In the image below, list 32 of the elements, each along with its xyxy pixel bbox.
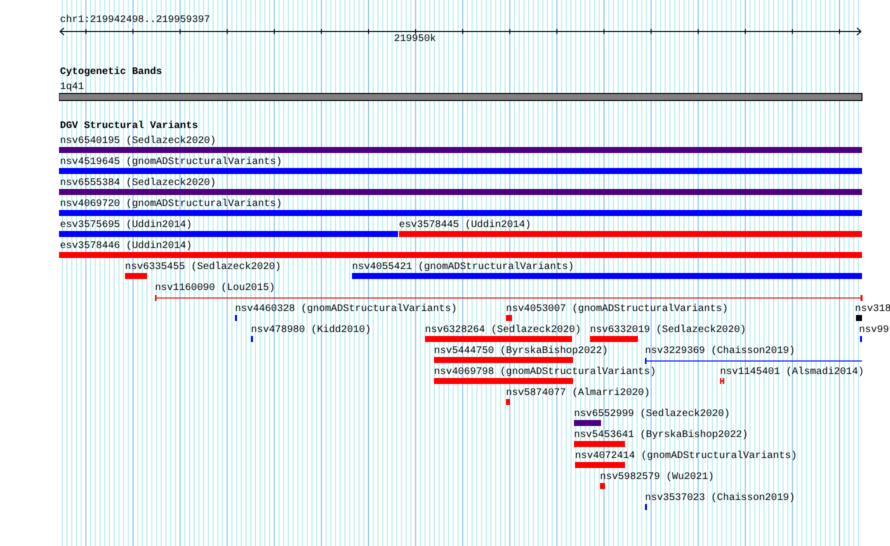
variant-label: nsv4055421 (gnomADStructuralVariants) — [352, 262, 574, 273]
variant-label: nsv4072414 (gnomADStructuralVariants) — [575, 451, 798, 462]
tick-label: 219950k — [394, 34, 436, 45]
variant-label: nsv6540195 (Sedlazeck2020) — [60, 136, 216, 147]
variant-label: esv3575695 (Uddin2014) — [60, 220, 192, 231]
variant-label: nsv1160090 (Lou2015) — [155, 283, 276, 294]
variant-label: nsv5444750 (ByrskaBishop2022) — [434, 346, 608, 357]
variant-label: nsv4053007 (gnomADStructuralVariants) — [506, 304, 728, 315]
variant-label: nsv6335455 (Sedlazeck2020) — [125, 262, 282, 273]
variant-label: nsv99 — [859, 325, 890, 336]
variant-label: nsv4519645 (gnomADStructuralVariants) — [60, 157, 282, 168]
variant-label: nsv478980 (Kidd2010) — [251, 325, 372, 336]
track-title: Cytogenetic Bands — [60, 67, 162, 78]
variant-label: nsv5874077 (Almarri2020) — [506, 388, 650, 399]
variant-label: nsv5982579 (Wu2021) — [600, 472, 714, 483]
variant-label: nsv1145401 (Alsmadi2014) — [720, 367, 864, 378]
variant-label: nsv6332019 (Sedlazeck2020) — [590, 325, 746, 336]
variant-label: nsv5453641 (ByrskaBishop2022) — [574, 430, 748, 441]
variant-label: nsv4069798 (gnomADStructuralVariants) — [434, 367, 656, 378]
variant-label: nsv4460328 (gnomADStructuralVariants) — [235, 304, 458, 315]
variant-label: nsv4069720 (gnomADStructuralVariants) — [60, 199, 282, 210]
variant-label: nsv6328264 (Sedlazeck2020) — [425, 325, 582, 336]
variant-label: esv3578446 (Uddin2014) — [60, 241, 192, 252]
band-label: 1q41 — [60, 82, 84, 93]
coordinate-range: chr1:219942498..219959397 — [60, 15, 210, 26]
variant-label: nsv6555384 (Sedlazeck2020) — [60, 178, 216, 189]
variant-label: esv3578445 (Uddin2014) — [399, 220, 532, 231]
variant-label: nsv3537023 (Chaisson2019) — [645, 493, 796, 504]
variant-label: nsv3229369 (Chaisson2019) — [645, 346, 796, 357]
track-title: DGV Structural Variants — [60, 121, 198, 132]
variant-label: nsv6552999 (Sedlazeck2020) — [574, 409, 730, 420]
variant-label: nsv318 — [855, 304, 890, 315]
